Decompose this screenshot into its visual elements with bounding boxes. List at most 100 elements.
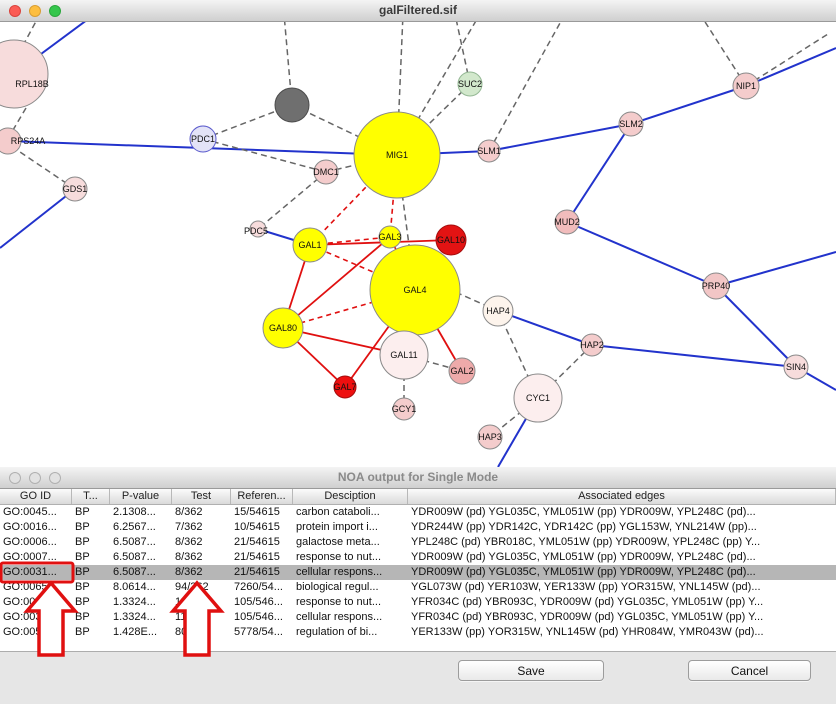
network-window-titlebar[interactable]: galFiltered.sif (0, 0, 836, 22)
table-cell: BP (75, 611, 90, 623)
column-header-4[interactable]: Referen... (231, 489, 293, 504)
node-mig1[interactable] (353, 111, 441, 199)
node-label-hap4: HAP4 (486, 306, 510, 316)
table-cell: 11/362 (175, 596, 208, 608)
close-button[interactable] (9, 5, 21, 17)
node-dmc1[interactable] (313, 159, 339, 185)
node-rps24a[interactable] (0, 127, 22, 155)
network-edge[interactable] (459, 293, 499, 312)
node-label-gal3: GAL3 (378, 232, 401, 242)
column-header-6[interactable]: Associated edges (408, 489, 836, 504)
node-label-prp40: PRP40 (702, 281, 731, 291)
column-header-5[interactable]: Desciption (293, 489, 408, 504)
node-rpl18b[interactable] (0, 39, 49, 109)
node-gal2[interactable] (448, 357, 476, 385)
network-edge[interactable] (566, 221, 717, 287)
table-cell: 8/362 (175, 536, 203, 548)
node-hap3[interactable] (477, 424, 503, 450)
node-gds1[interactable] (62, 176, 88, 202)
table-cell: carbon cataboli... (296, 506, 380, 518)
node-label-sin4: SIN4 (786, 362, 806, 372)
node-gal3[interactable] (378, 225, 402, 249)
node-mud2[interactable] (554, 209, 580, 235)
network-edge[interactable] (488, 123, 632, 152)
table-cell: 21/54615 (234, 551, 280, 563)
table-cell: 15/54615 (234, 506, 280, 518)
table-cell: regulation of bi... (296, 626, 378, 638)
table-cell: GO:0031... (3, 566, 57, 578)
network-edge[interactable] (630, 85, 747, 125)
network-edge[interactable] (282, 289, 416, 329)
network-graph[interactable]: RPL18BRPS24AGDS1PDC1DMC1MIG1SUC2SLM1SLM2… (0, 22, 836, 467)
node-gal1[interactable] (292, 227, 328, 263)
node-label-dmc1: DMC1 (313, 167, 339, 177)
node-hap4[interactable] (482, 295, 514, 327)
node-label-gal80: GAL80 (269, 323, 297, 333)
node-gal7[interactable] (333, 375, 357, 399)
column-header-3[interactable]: Test (172, 489, 231, 504)
column-header-1[interactable]: T... (72, 489, 110, 504)
network-edge[interactable] (715, 251, 836, 287)
node-slm2[interactable] (618, 111, 644, 137)
network-edge[interactable] (700, 22, 747, 87)
network-edge[interactable] (282, 236, 391, 329)
network-edge[interactable] (257, 171, 327, 230)
node-gal11[interactable] (379, 330, 429, 380)
network-edge[interactable] (745, 47, 836, 87)
node-slm1[interactable] (477, 139, 501, 163)
table-cell: 5778/54... (234, 626, 283, 638)
table-cell: BP (75, 626, 90, 638)
node-nip1[interactable] (732, 72, 760, 100)
node-label-rpl18b: RPL18B (15, 79, 49, 89)
node-label-mig1: MIG1 (386, 150, 408, 160)
network-edge[interactable] (745, 33, 829, 87)
node-prp40[interactable] (702, 272, 730, 300)
node-pdc5[interactable] (249, 220, 267, 238)
zoom-button[interactable] (49, 5, 61, 17)
network-edge[interactable] (497, 310, 593, 346)
table-cell: 6.5087... (113, 551, 156, 563)
minimize-button[interactable] (29, 5, 41, 17)
node-gal10[interactable] (435, 224, 467, 256)
network-edge[interactable] (566, 123, 632, 223)
column-header-2[interactable]: P-value (110, 489, 172, 504)
node-suc2[interactable] (457, 71, 483, 97)
save-button[interactable]: Save (458, 660, 604, 681)
close-button-inactive[interactable] (9, 472, 21, 484)
network-edge[interactable] (396, 22, 480, 156)
table-cell: 7/362 (175, 521, 203, 533)
node-gcy1[interactable] (392, 397, 416, 421)
column-header-0[interactable]: GO ID (0, 489, 72, 504)
network-edge[interactable] (309, 244, 416, 291)
node-label-gal2: GAL2 (450, 366, 473, 376)
network-edge[interactable] (715, 285, 797, 368)
network-edge[interactable] (202, 138, 327, 173)
noa-window-titlebar[interactable]: NOA output for Single Mode (0, 467, 836, 489)
network-edge[interactable] (202, 104, 293, 140)
network-edge[interactable] (591, 344, 797, 368)
network-edge[interactable] (12, 107, 27, 131)
zoom-button-inactive[interactable] (49, 472, 61, 484)
node-label-rps24a: RPS24A (11, 136, 46, 146)
minimize-button-inactive[interactable] (29, 472, 41, 484)
node-hap2[interactable] (580, 333, 604, 357)
node-cyc1[interactable] (513, 373, 563, 423)
network-edge[interactable] (488, 22, 565, 152)
network-edge[interactable] (0, 188, 76, 249)
node-gal80[interactable] (262, 307, 304, 349)
node-pdc1[interactable] (189, 125, 217, 153)
cancel-button[interactable]: Cancel (688, 660, 811, 681)
node-sin4[interactable] (783, 354, 809, 380)
node-unnamed-gray[interactable] (274, 87, 310, 123)
